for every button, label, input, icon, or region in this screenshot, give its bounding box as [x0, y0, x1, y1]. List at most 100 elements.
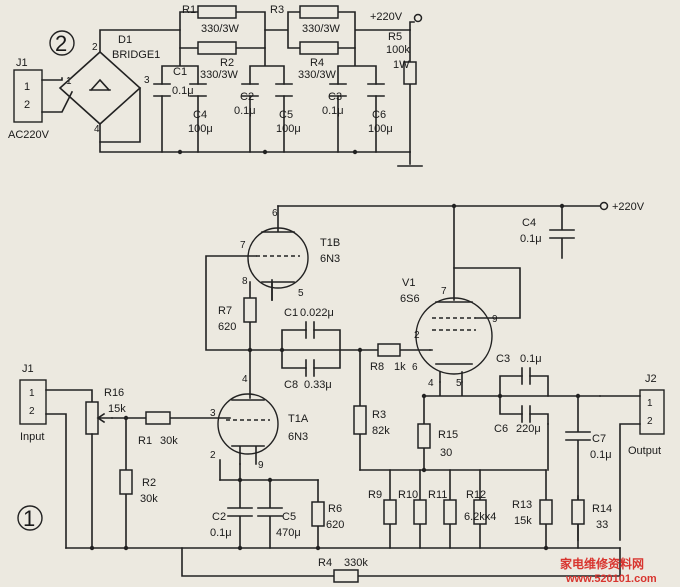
c3-c6-wiring: [499, 375, 549, 425]
psu-ground-wire-left: [99, 87, 141, 143]
section-marker-1: [17, 505, 43, 531]
c1-value: 0.1μ: [172, 85, 194, 97]
ac-wire-2: [41, 90, 74, 113]
c4-amp-label: C4: [522, 217, 536, 229]
r4-psu-label: R4: [310, 57, 324, 69]
t1a-cathode: [231, 445, 265, 465]
r2-label: R2: [220, 57, 234, 69]
b-plus-psu-label: +220V: [370, 11, 403, 23]
r11-resistor: [443, 499, 457, 525]
r15-label: R15: [438, 429, 458, 441]
t1a-label: T1A: [288, 413, 309, 425]
bridge-pin4: 4: [94, 124, 100, 135]
r6-value: 620: [326, 519, 344, 531]
t1b-tube: [247, 227, 309, 289]
psu-ground-symbol: [397, 151, 423, 167]
r6-resistor: [311, 501, 325, 527]
b-plus-amp-terminal: [599, 201, 609, 211]
t1a-pin2: 2: [210, 450, 216, 461]
r14-label: R14: [592, 503, 612, 515]
r3-psu-value: 330/3W: [302, 23, 341, 35]
c7-label: C7: [592, 433, 606, 445]
psu-ground-rail: [99, 141, 411, 153]
bridge-diode-symbol: [89, 78, 111, 92]
c1-label: C1: [173, 66, 187, 78]
r2-amp-label: R2: [142, 477, 156, 489]
r1-amp-label: R1: [138, 435, 152, 447]
d1-label: D1: [118, 34, 132, 46]
j2-label: J2: [645, 373, 657, 385]
v1-tube: [415, 297, 493, 375]
t1a-pin9: 9: [258, 460, 264, 471]
c6-psu-value: 100μ: [368, 123, 393, 135]
watermark-url: www.520101.com: [565, 573, 657, 585]
r16-value: 15k: [108, 403, 126, 415]
c2-amp-capacitor: [227, 479, 253, 549]
c1-c8-plates: [305, 321, 315, 377]
r13-label: R13: [512, 499, 532, 511]
v1-pin6: 6: [412, 362, 418, 373]
r1-value: 330/3W: [201, 23, 240, 35]
section-marker-2-label: 2: [55, 31, 67, 56]
input-label: Input: [20, 431, 44, 443]
v1-cathode: [435, 363, 473, 383]
r13-resistor: [539, 499, 553, 525]
r8-value: 1k: [394, 361, 406, 373]
r5-resistor: [403, 61, 417, 85]
t1b-pin6: 6: [272, 208, 278, 219]
t1b-pin8: 8: [242, 276, 248, 287]
t1a-type: 6N3: [288, 431, 308, 443]
bridge-pin2: 2: [92, 42, 98, 53]
c5-amp-label: C5: [282, 511, 296, 523]
j1-input-connector: [19, 379, 47, 425]
c4-psu-value: 100μ: [188, 123, 213, 135]
c7-capacitor: [565, 395, 591, 541]
j1-psu-connector: [13, 69, 43, 123]
ac-input-label: AC220V: [8, 129, 50, 141]
psu-capacitor-group-2: [241, 47, 293, 153]
r2-resistor: [197, 41, 237, 55]
r9-r12-wiring: [389, 469, 481, 549]
v1-plate: [435, 205, 473, 303]
c6-psu-label: C6: [372, 109, 386, 121]
r12-resistor: [473, 499, 487, 525]
r2-amp-value: 30k: [140, 493, 158, 505]
t1b-cathode: [261, 281, 295, 301]
j1-psu-pin2: 2: [24, 99, 30, 111]
r4-amp-label: R4: [318, 557, 332, 569]
v1-pin7: 7: [441, 286, 447, 297]
r10-resistor: [413, 499, 427, 525]
c6-amp-label: C6: [494, 423, 508, 435]
c5-psu-value: 100μ: [276, 123, 301, 135]
c3-amp-label: C3: [496, 353, 510, 365]
power-supply-section: 2 J1 1 2 AC220V 1 D1 BRIDGE1 2 3 4 R1 33…: [8, 4, 423, 167]
r3-amp-value: 82k: [372, 425, 390, 437]
c5-psu-label: C5: [279, 109, 293, 121]
v1-pin9: 9: [492, 314, 498, 325]
t1a-plate: [231, 349, 265, 401]
r2-amp-resistor: [119, 469, 133, 495]
c2-psu-value: 0.1μ: [234, 105, 256, 117]
r9-resistor: [383, 499, 397, 525]
bridge-rectifier: [58, 50, 142, 126]
r16-label: R16: [104, 387, 124, 399]
psu-capacitor-group-3: [329, 47, 385, 153]
c8-value: 0.33μ: [304, 379, 332, 391]
v1-pin2: 2: [414, 330, 420, 341]
r1-label: R1: [182, 4, 196, 16]
v1-label: V1: [402, 277, 415, 289]
r3-r4-wiring: [264, 11, 411, 49]
j2-pin1: 1: [647, 398, 653, 409]
j1-psu-pin1: 1: [24, 81, 30, 93]
t1b-label: T1B: [320, 237, 340, 249]
c8-label: C8: [284, 379, 298, 391]
t1b-grid-wire: [205, 255, 257, 351]
r3-psu-resistor: [299, 5, 339, 19]
r1-amp-value: 30k: [160, 435, 178, 447]
r4-feedback-wiring: [181, 547, 621, 577]
t1a-pin3: 3: [210, 408, 216, 419]
r12-label: R12: [466, 489, 486, 501]
t1b-pin7: 7: [240, 240, 246, 251]
c3-c6-plates: [521, 367, 531, 423]
